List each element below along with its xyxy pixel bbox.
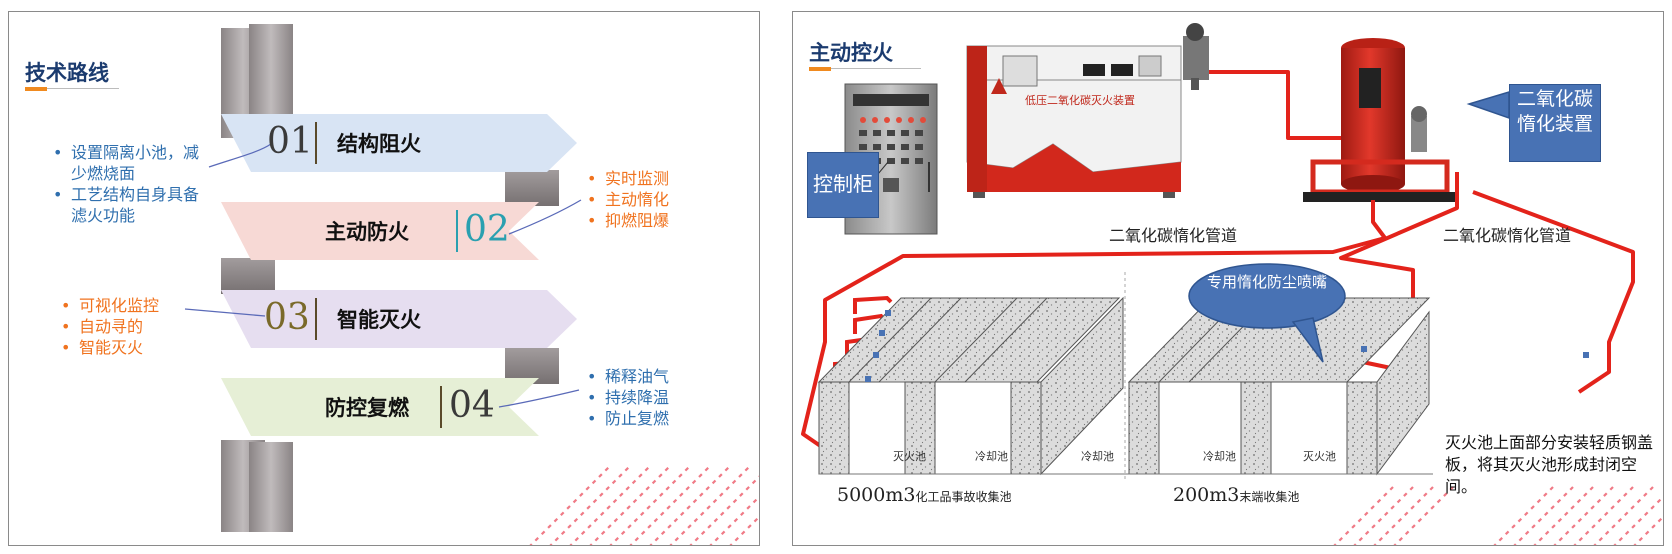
notes-step-3: 可视化监控 自动寻的 智能灭火 [57, 295, 197, 358]
note-item: 自动寻的 [57, 316, 197, 337]
step-label-04: 防控复燃 [325, 396, 409, 420]
nozzle-callout-bubble [1188, 263, 1346, 329]
note-item: 持续降温 [583, 387, 723, 408]
co2-storage-unit [966, 23, 1209, 198]
leader-line-1 [208, 143, 272, 168]
co2-device-label: 二氧化碳惰化装置 [1509, 84, 1601, 162]
cover-plate-note: 灭火池上面部分安装轻质钢盖板，将其灭火池形成封闭空间。 [1445, 433, 1654, 496]
pool-label-cool-3: 冷却池 [1203, 450, 1236, 463]
pool-label-fire-2: 灭火池 [1303, 450, 1336, 463]
title-underline [47, 88, 119, 89]
title-underline [831, 68, 921, 69]
nozzle-markers [865, 310, 1589, 382]
system-diagram: 低压二氧化碳灭火装置 [801, 23, 1663, 545]
device-sign-text: 低压二氧化碳灭火装置 [1025, 93, 1135, 107]
note-item: 防止复燃 [583, 408, 723, 429]
decorative-hatch [529, 466, 759, 545]
control-cabinet-label: 控制柜 [807, 152, 879, 218]
note-item: 可视化监控 [57, 295, 197, 316]
notes-step-1: 设置隔离小池，减少燃烧面 工艺结构自身具备滤火功能 [49, 142, 199, 226]
band-step-4 [221, 378, 539, 436]
note-item: 设置隔离小池，减少燃烧面 [49, 142, 199, 184]
title-accent-bar [809, 67, 831, 71]
step-number-04: 04 [449, 385, 495, 426]
step-label-02: 主动防火 [325, 220, 409, 244]
ribbon-graphic [184, 24, 759, 545]
note-item: 稀释油气 [583, 366, 723, 387]
notes-step-2: 实时监测 主动惰化 抑燃阻爆 [583, 168, 723, 231]
co2-inerting-device [1303, 38, 1459, 202]
note-item: 智能灭火 [57, 337, 197, 358]
title-accent-bar [25, 87, 47, 91]
pipe-label-right: 二氧化碳惰化管道 [1443, 226, 1572, 245]
device-callout-tail [1466, 90, 1510, 120]
band-step-3 [221, 290, 577, 348]
technical-route-panel: 技术路线 [8, 11, 760, 546]
bottom-pillar-front [249, 442, 293, 532]
fold-connector-1 [505, 170, 559, 206]
pool-structure-5000m3 [817, 296, 1133, 476]
fold-connector-2 [221, 258, 275, 294]
pool-label-fire-1: 灭火池 [893, 450, 926, 463]
left-panel-title: 技术路线 [25, 61, 109, 85]
nozzle-callout-tail [1291, 317, 1324, 363]
nozzle-label: 专用惰化防尘喷嘴 [1206, 273, 1327, 291]
decorative-hatch [1333, 486, 1663, 545]
pool-label-cool-2: 冷却池 [1081, 450, 1114, 463]
pool-label-cool-1: 冷却池 [975, 450, 1008, 463]
pool-structure-200m3 [1123, 272, 1433, 482]
step-number-02: 02 [464, 209, 510, 250]
pool-caption-volume: 5000m3 [837, 484, 916, 506]
step-number-03: 03 [264, 297, 310, 338]
step-number-01: 01 [267, 121, 313, 162]
band-step-1 [221, 114, 577, 172]
right-panel-title: 主动控火 [809, 41, 893, 65]
leader-line-4 [498, 389, 580, 408]
leader-line-2 [508, 199, 582, 235]
pool-caption-5000m3: 5000m3化工品事故收集池 [837, 484, 1011, 506]
step-label-03: 智能灭火 [337, 308, 421, 332]
pool-caption-name: 末端收集池 [1239, 490, 1300, 504]
pool-caption-volume: 200m3 [1173, 484, 1240, 506]
pool-caption-name: 化工品事故收集池 [915, 490, 1012, 504]
note-item: 实时监测 [583, 168, 723, 189]
pool-caption-200m3: 200m3末端收集池 [1173, 484, 1299, 506]
step-label-01: 结构阻火 [337, 132, 421, 156]
note-item: 抑燃阻爆 [583, 210, 723, 231]
pipe-label-left: 二氧化碳惰化管道 [1109, 226, 1238, 245]
notes-step-4: 稀释油气 持续降温 防止复燃 [583, 366, 723, 429]
band-step-2 [221, 202, 539, 260]
note-item: 主动惰化 [583, 189, 723, 210]
active-fire-control-panel: 主动控火 [792, 11, 1664, 546]
note-item: 工艺结构自身具备滤火功能 [49, 184, 199, 226]
